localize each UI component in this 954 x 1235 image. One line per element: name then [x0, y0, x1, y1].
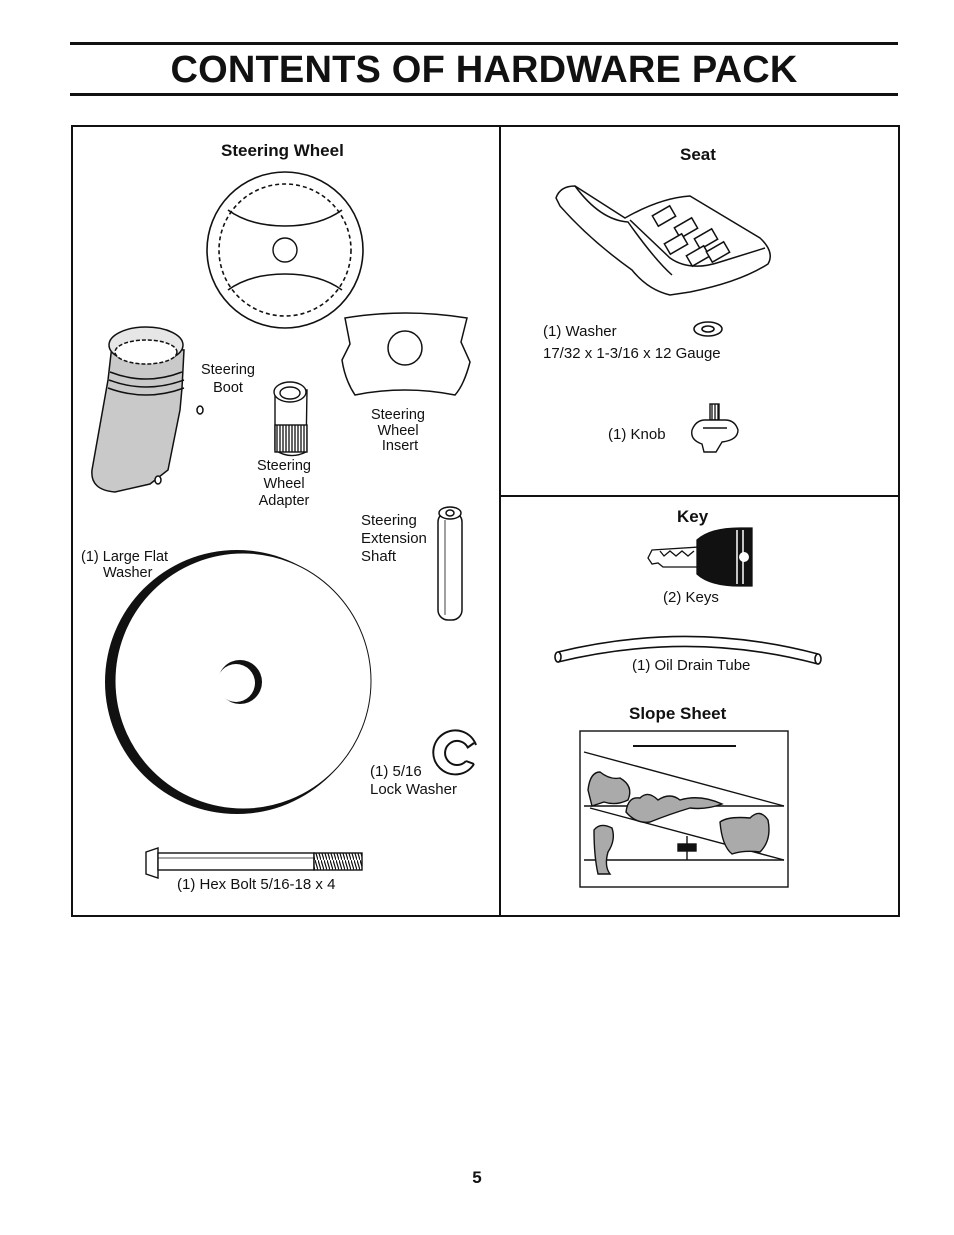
steering-wheel-insert-icon [341, 312, 471, 396]
steering-wheel-heading: Steering Wheel [221, 141, 344, 160]
steering-boot-label-line-2: Boot [213, 379, 243, 396]
slope-sheet-icon [579, 730, 789, 888]
lock-washer-label-line-1: (1) 5/16 [370, 763, 422, 780]
lock-washer-icon [432, 729, 477, 776]
steering-wheel-insert-label: Steering Wheel Insert [364, 407, 432, 455]
hex-bolt-icon [145, 847, 363, 879]
hex-bolt-label: (1) Hex Bolt 5/16-18 x 4 [177, 876, 336, 893]
seat-icon [555, 185, 771, 296]
steering-wheel-insert-label-line-1: Steering [370, 407, 425, 423]
keys-label: (2) Keys [663, 589, 719, 606]
large-flat-washer-label-line-2: Washer [103, 565, 153, 581]
page-title: CONTENTS OF HARDWARE PACK [170, 49, 798, 91]
steering-boot-label-line-1: Steering [200, 362, 255, 378]
knob-label: (1) Knob [608, 426, 666, 443]
steering-wheel-insert-label-line-2: Wheel [377, 422, 419, 439]
key-icon [647, 527, 753, 587]
steering-extension-shaft-label: Steering Extension Shaft [361, 512, 427, 566]
steering-boot-label: Steering Boot [196, 362, 260, 397]
steering-extension-shaft-label-line-1: Steering [361, 512, 417, 529]
steering-extension-shaft-label-line-3: Shaft [361, 548, 397, 565]
steering-wheel-icon [206, 171, 364, 329]
washer-size-label: 17/32 x 1-3/16 x 12 Gauge [543, 345, 721, 362]
steering-extension-shaft-label-line-2: Extension [361, 530, 427, 547]
right-bottom-panel [499, 495, 900, 917]
oil-drain-tube-label: (1) Oil Drain Tube [632, 657, 751, 674]
large-flat-washer-icon [105, 550, 372, 814]
steering-wheel-adapter-icon [273, 381, 308, 457]
steering-wheel-adapter-label-line-3: Adapter [258, 493, 310, 509]
lock-washer-label: (1) 5/16 Lock Washer [370, 763, 457, 799]
title-rule-bottom [70, 93, 898, 96]
title-rule-top [70, 42, 898, 45]
seat-heading: Seat [680, 145, 716, 164]
slope-sheet-heading: Slope Sheet [629, 704, 727, 723]
lock-washer-label-line-2: Lock Washer [370, 781, 457, 798]
key-heading: Key [677, 507, 709, 526]
steering-extension-shaft-icon [437, 506, 463, 621]
oil-drain-tube-icon [554, 635, 822, 665]
steering-wheel-adapter-label: Steering Wheel Adapter [248, 458, 320, 511]
large-flat-washer-label-line-1: (1) Large Flat [81, 549, 169, 565]
page-number: 5 [472, 1168, 482, 1187]
steering-wheel-adapter-label-line-1: Steering [256, 458, 311, 474]
steering-wheel-insert-label-line-3: Insert [381, 438, 419, 454]
washer-icon [693, 321, 723, 337]
large-flat-washer-label: (1) Large Flat Washer [81, 549, 168, 581]
steering-boot-icon [91, 326, 204, 493]
steering-wheel-adapter-label-line-2: Wheel [263, 475, 305, 492]
washer-label: (1) Washer [543, 323, 617, 340]
knob-icon [691, 403, 739, 453]
